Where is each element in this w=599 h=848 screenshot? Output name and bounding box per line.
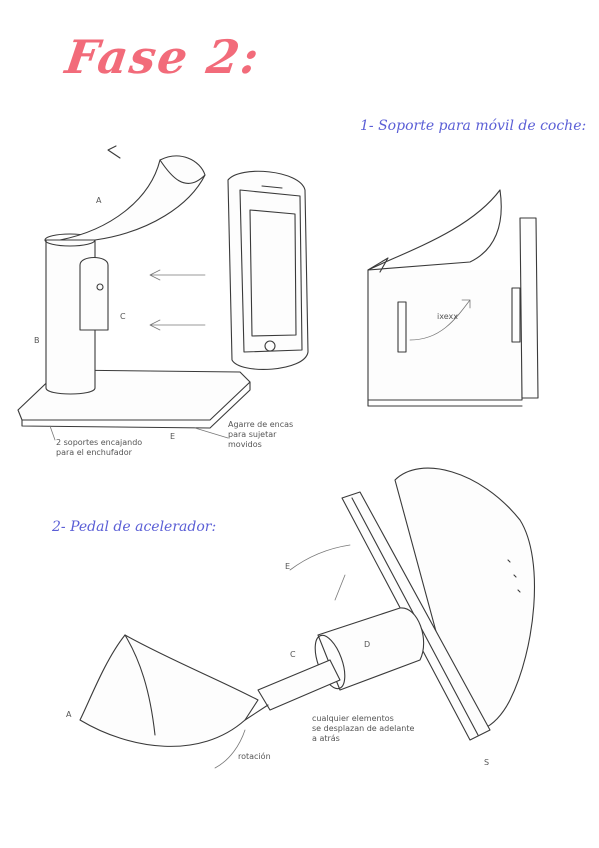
pedal-note-rotation: rotación	[238, 752, 271, 761]
label-b: B	[34, 336, 40, 345]
pedal-label-e: E	[285, 562, 291, 571]
pedal-label-a: A	[66, 710, 72, 719]
pedal-label-d: D	[364, 640, 371, 649]
note-right: Agarre de encas para sujetar movidos	[228, 420, 294, 449]
pedal-note-bottom: cualquier elementos se desplazan de adel…	[312, 714, 415, 743]
note-center: ixexx	[437, 312, 458, 321]
section-title-accelerator-pedal: 2- Pedal de acelerador:	[52, 519, 217, 535]
pedal-label-c: C	[290, 650, 296, 659]
section-title-phone-holder: 1- Soporte para móvil de coche:	[360, 118, 587, 134]
note-left: 2 soportes encajando para el enchufador	[56, 438, 143, 457]
pedal-label-s: S	[484, 758, 490, 767]
label-a: A	[96, 196, 102, 205]
label-e: E	[170, 432, 176, 441]
label-c: C	[120, 312, 126, 321]
